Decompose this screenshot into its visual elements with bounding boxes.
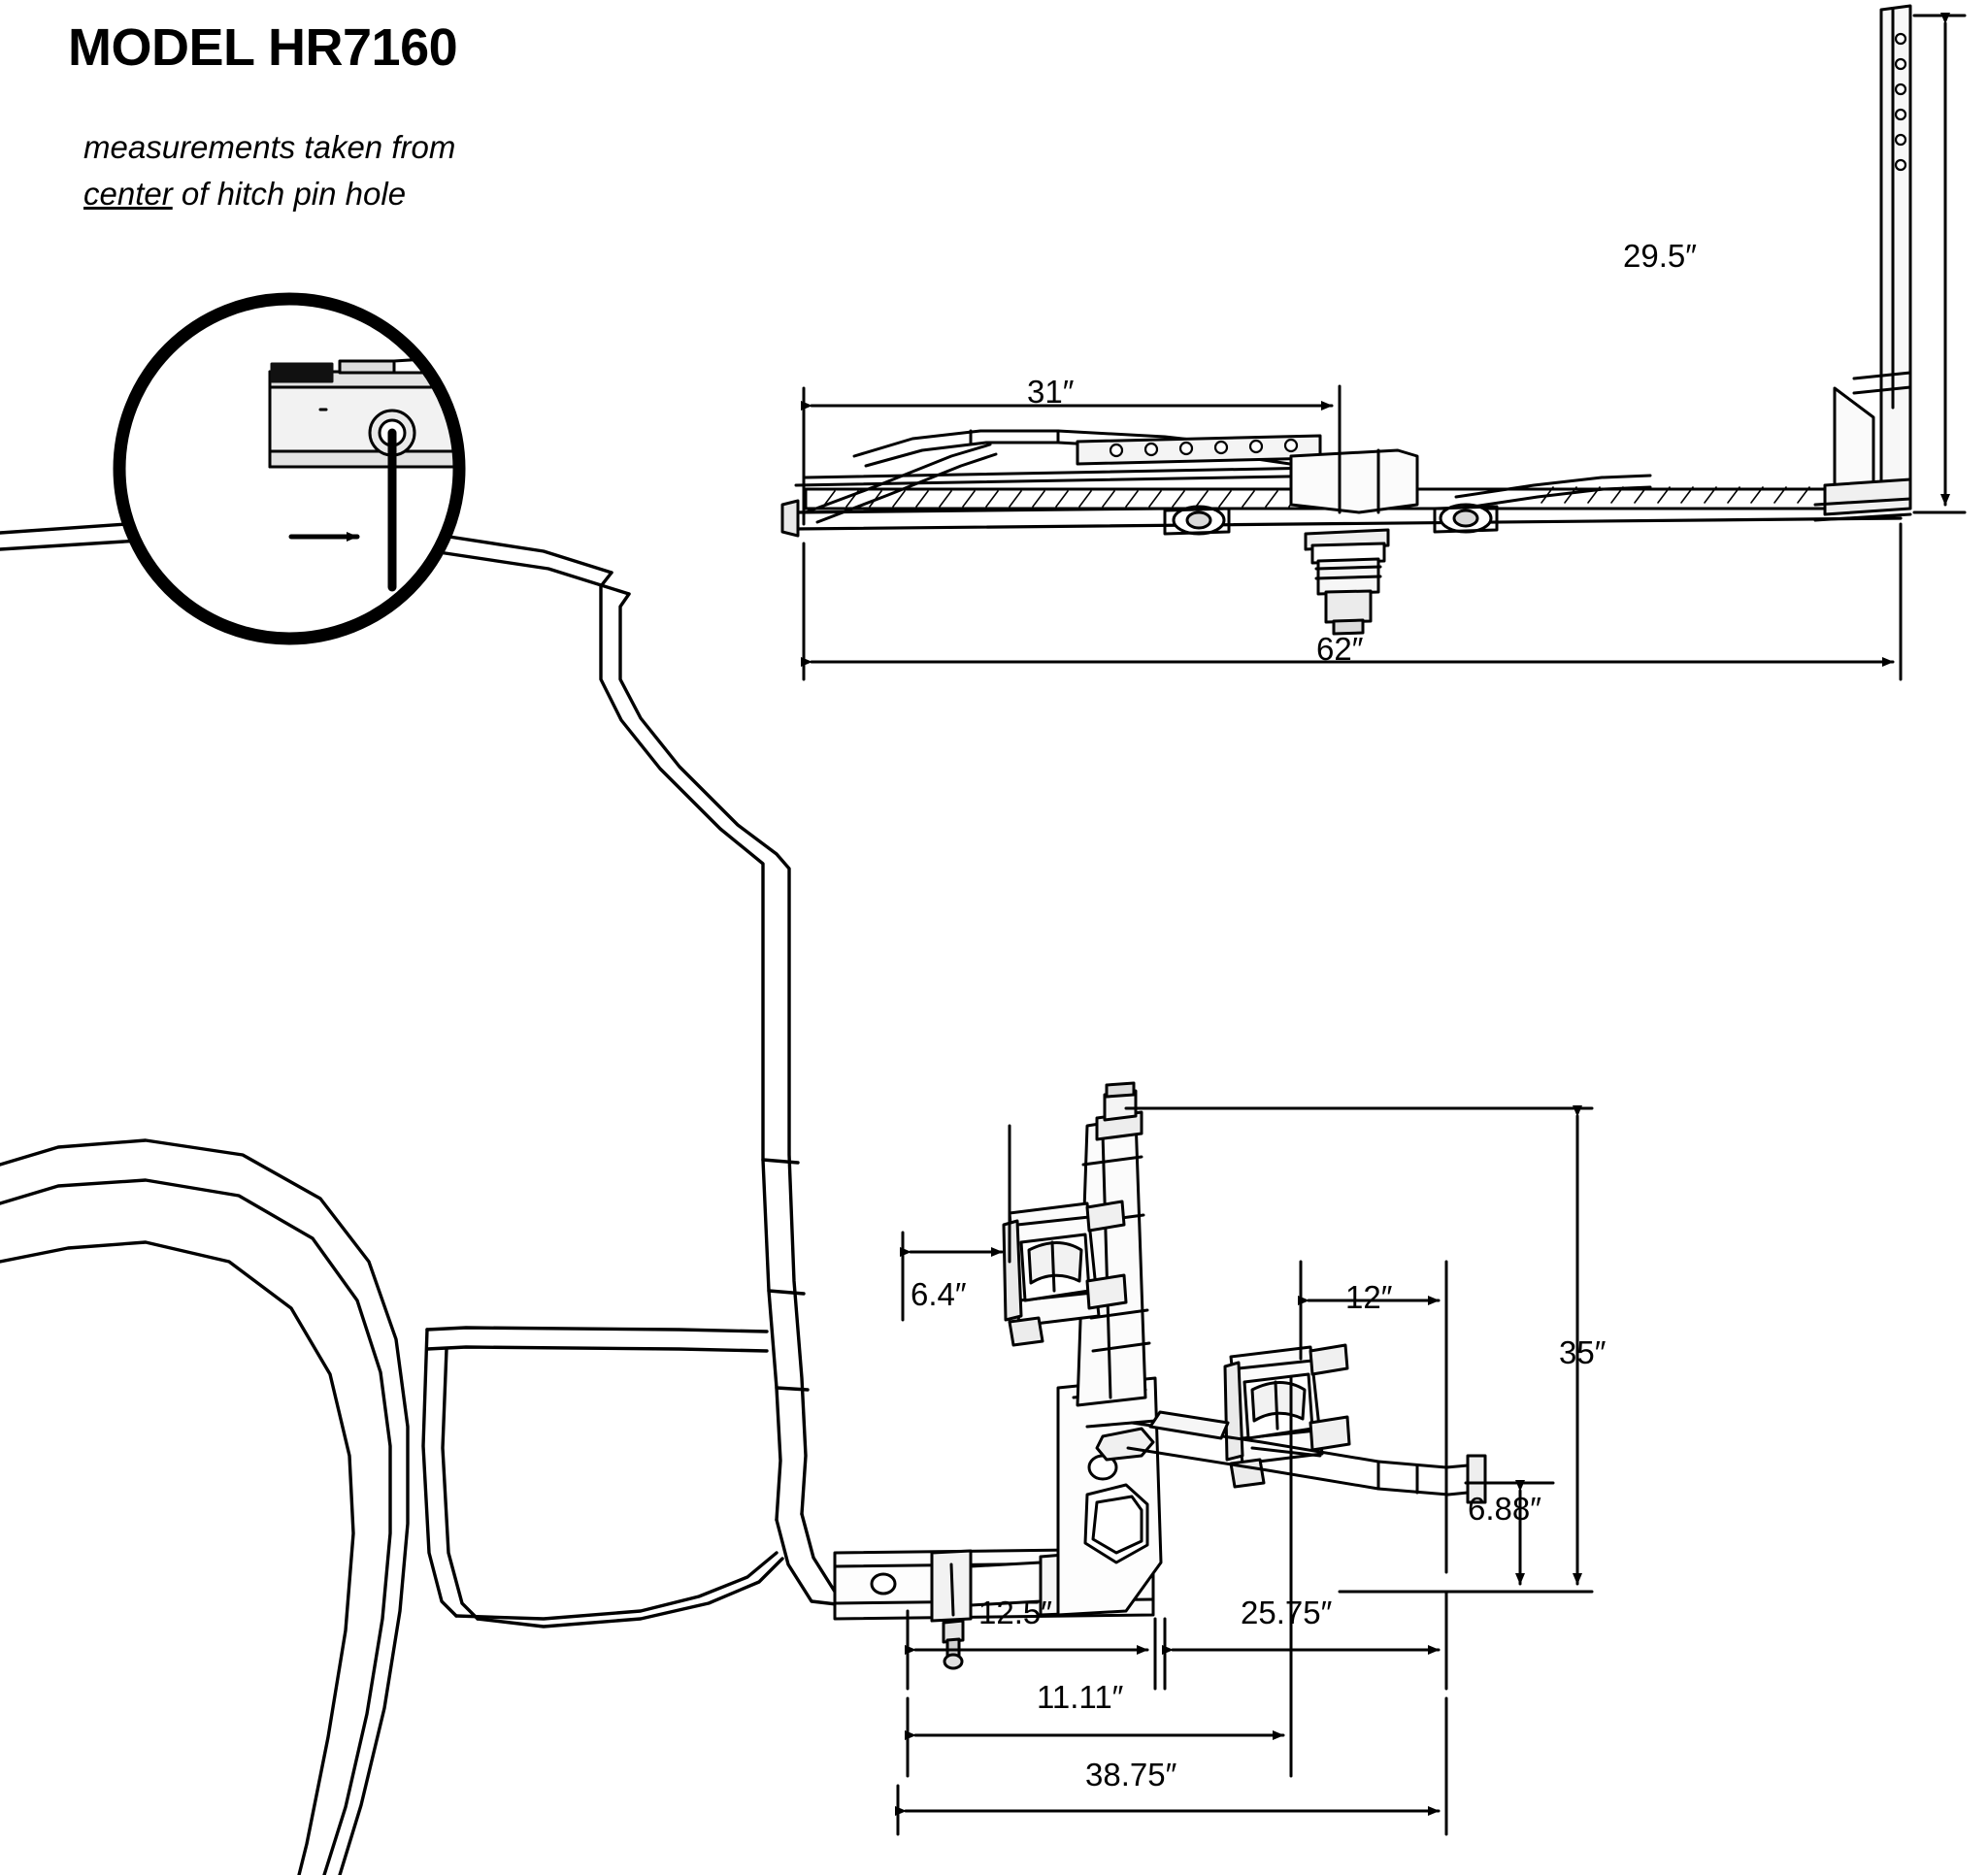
- dimension-label-25_75in: 25.75″: [1241, 1595, 1333, 1630]
- measurement-note-line1: measurements taken from: [83, 129, 456, 165]
- dimension-label-12in: 12″: [1345, 1279, 1393, 1315]
- dimension-lines-top-view: [801, 13, 1967, 681]
- dimension-label-62in: 62″: [1316, 631, 1364, 667]
- dimension-label-35in: 35″: [1559, 1334, 1607, 1370]
- page-title: MODEL HR7160: [68, 18, 458, 77]
- measurement-note: measurements taken from center of hitch …: [83, 124, 588, 217]
- top-view-assembly: [780, 4, 1912, 636]
- detail-callout: [113, 292, 466, 645]
- dimension-label-31in: 31″: [1027, 374, 1075, 410]
- vehicle-silhouette: [0, 520, 880, 1875]
- dimension-label-29_5in: 29.5″: [1623, 238, 1697, 274]
- dimension-label-11_11in: 11.11″: [1037, 1679, 1124, 1715]
- side-view-assembly: [833, 1081, 1487, 1670]
- dimension-label-6_88in: 6.88″: [1468, 1491, 1541, 1527]
- measurement-note-center-word: center: [83, 175, 173, 212]
- dimension-lines-side-view: [895, 1105, 1594, 1836]
- measurement-note-line2-rest: of hitch pin hole: [172, 175, 407, 212]
- art-lines: [0, 4, 1967, 1875]
- dimension-label-6_4in: 6.4″: [911, 1276, 967, 1312]
- dimension-label-38_75in: 38.75″: [1085, 1757, 1177, 1793]
- dimension-label-12_5in: 12.5″: [978, 1595, 1052, 1630]
